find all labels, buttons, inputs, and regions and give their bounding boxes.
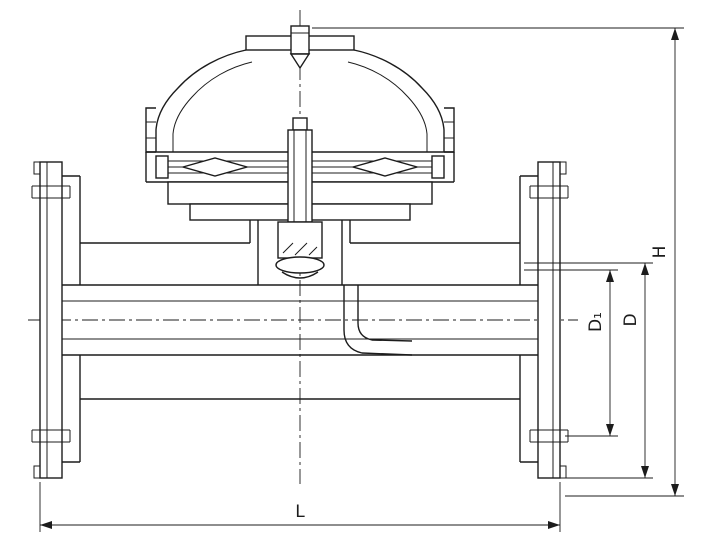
left-bolt-diamond	[180, 157, 250, 177]
arrow-up-icon	[606, 270, 614, 282]
arrow-down-icon	[641, 466, 649, 478]
top-plug-tip	[289, 53, 311, 70]
stem-shaft	[287, 129, 313, 223]
dim-label-d1: D₁	[586, 312, 606, 332]
left-lug	[145, 107, 156, 153]
valve-body	[40, 175, 560, 463]
dim-label-d: D	[621, 313, 641, 326]
valve-bonnet	[145, 25, 455, 153]
stem-knob	[292, 117, 308, 131]
diaphragm-disc	[275, 256, 325, 274]
diaphragm-cup	[281, 271, 319, 279]
arrow-down-icon	[606, 424, 614, 436]
dim-label-h: H	[650, 246, 670, 259]
right-flange	[529, 161, 569, 479]
right-flange-bolts	[529, 185, 569, 443]
arrow-up-icon	[671, 28, 679, 40]
arrow-left-icon	[40, 521, 52, 529]
right-bolt-diamond	[350, 157, 420, 177]
dimension-D: D	[524, 262, 653, 479]
right-lug	[444, 107, 455, 153]
dimension-D1: D₁	[524, 269, 618, 437]
arrow-right-icon	[548, 521, 560, 529]
left-flange-bolts	[31, 185, 71, 443]
arrow-down-icon	[671, 484, 679, 496]
dimension-L: L	[39, 482, 561, 532]
stem-boss	[277, 221, 323, 259]
dim-label-l: L	[295, 502, 305, 522]
valve-stem	[275, 117, 325, 279]
left-flange	[31, 161, 71, 479]
seat-partition	[343, 285, 413, 356]
top-plug	[290, 25, 310, 55]
arrow-up-icon	[641, 263, 649, 275]
dimension-H: H	[312, 27, 684, 497]
hatching	[282, 242, 318, 256]
